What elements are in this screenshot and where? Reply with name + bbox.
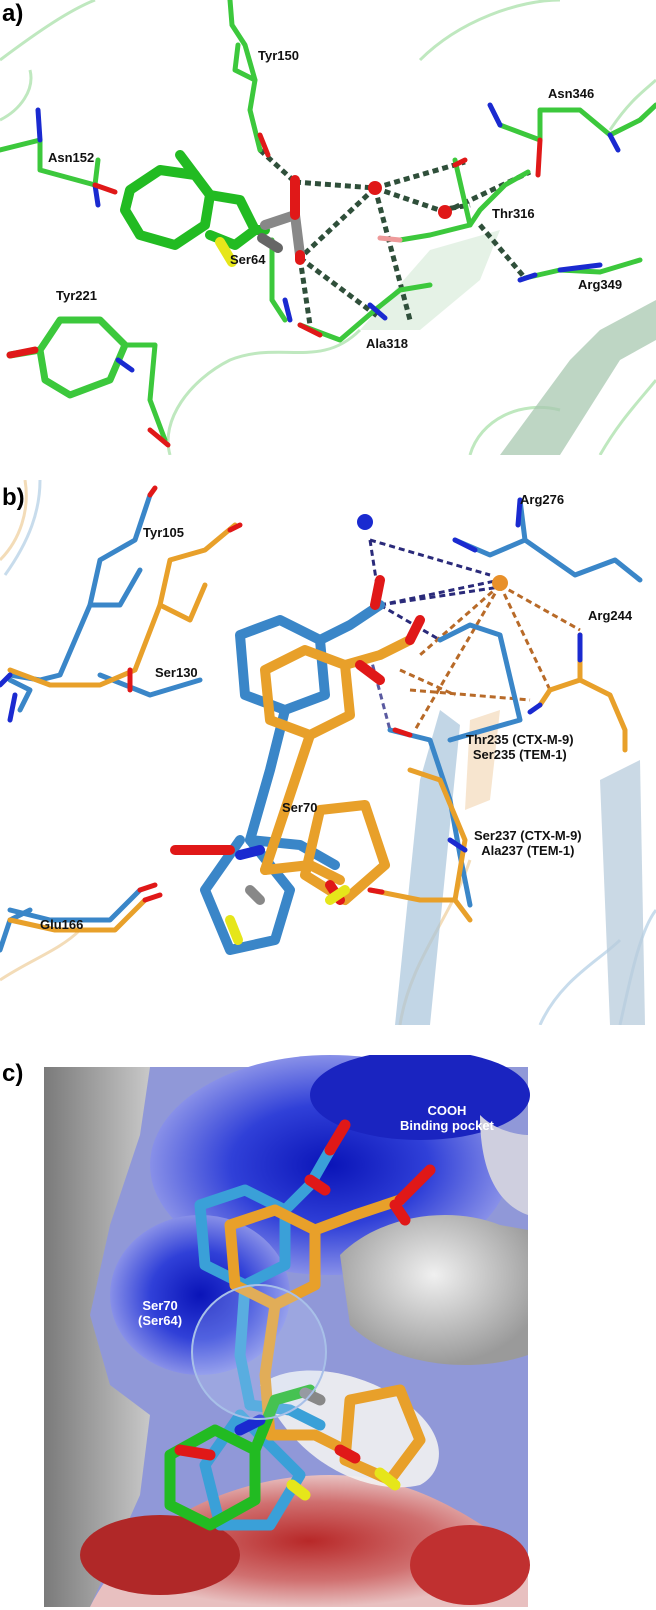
residues-ctx-m-9 <box>0 492 643 953</box>
panel-b-structure <box>0 480 656 1025</box>
panel-b-label: b) <box>2 484 25 511</box>
panel-b: b) Arg276 Tyr105 Arg244 Ser130 Thr235 (C… <box>0 480 656 1025</box>
label-cooh-binding-pocket: COOH Binding pocket <box>400 1103 494 1133</box>
label-thr235-line2: Ser235 (TEM-1) <box>472 747 567 762</box>
label-asn346: Asn346 <box>548 86 595 101</box>
label-ser70-ser64: Ser70 (Ser64) <box>138 1298 182 1328</box>
ligand-tem-1 <box>260 635 415 905</box>
label-ser130: Ser130 <box>155 665 198 680</box>
residue-sticks <box>0 0 656 448</box>
ligand-orange <box>224 1194 426 1486</box>
label-ser237-line1: Ser237 (CTX-M-9) <box>474 828 582 843</box>
panel-c-surface <box>0 1055 656 1610</box>
label-ser237: Ser237 (CTX-M-9) Ala237 (TEM-1) <box>474 828 582 858</box>
panel-a-structure <box>0 0 656 455</box>
label-arg244: Arg244 <box>588 608 633 623</box>
label-thr235-line1: Thr235 (CTX-M-9) <box>466 732 574 747</box>
ligand <box>120 150 305 267</box>
waters <box>357 514 508 591</box>
panel-c: c) COOH Binding pocket Ser70 (Ser64) <box>0 1055 656 1610</box>
panel-a: a) Tyr150 Asn346 Asn152 Thr316 Ser64 Tyr… <box>0 0 656 455</box>
water-molecules <box>368 181 452 219</box>
label-asn152: Asn152 <box>48 150 95 165</box>
protein-ribbon <box>0 0 656 455</box>
label-thr235: Thr235 (CTX-M-9) Ser235 (TEM-1) <box>466 732 574 762</box>
label-cooh: COOH <box>427 1103 467 1118</box>
label-ser70: Ser70 <box>282 800 318 815</box>
panel-c-label: c) <box>2 1060 24 1087</box>
ser70-highlight-circle <box>191 1284 327 1420</box>
label-glu166: Glu166 <box>40 917 84 932</box>
label-thr316: Thr316 <box>492 206 535 221</box>
residues-tem-1 <box>7 522 628 933</box>
hydrogen-bonds <box>368 538 581 731</box>
panel-a-label: a) <box>2 0 24 27</box>
label-ser64: Ser64 <box>230 252 266 267</box>
label-ser237-line2: Ala237 (TEM-1) <box>481 843 575 858</box>
ligand-green <box>164 1384 316 1531</box>
heteroatoms <box>0 485 583 903</box>
label-ala318: Ala318 <box>366 336 408 351</box>
label-ser70-c: Ser70 <box>142 1298 178 1313</box>
label-tyr105: Tyr105 <box>143 525 184 540</box>
beta-sheet <box>500 300 656 455</box>
ligand-heteroatoms <box>170 575 425 945</box>
label-arg276: Arg276 <box>520 492 565 507</box>
label-ser64-c: (Ser64) <box>138 1313 183 1328</box>
label-arg349: Arg349 <box>578 277 623 292</box>
label-tyr150: Tyr150 <box>258 48 299 63</box>
label-tyr221: Tyr221 <box>56 288 97 303</box>
label-binding-pocket: Binding pocket <box>400 1118 494 1133</box>
ligand-ctx-m-9 <box>200 600 385 955</box>
heteroatoms <box>174 1119 436 1501</box>
